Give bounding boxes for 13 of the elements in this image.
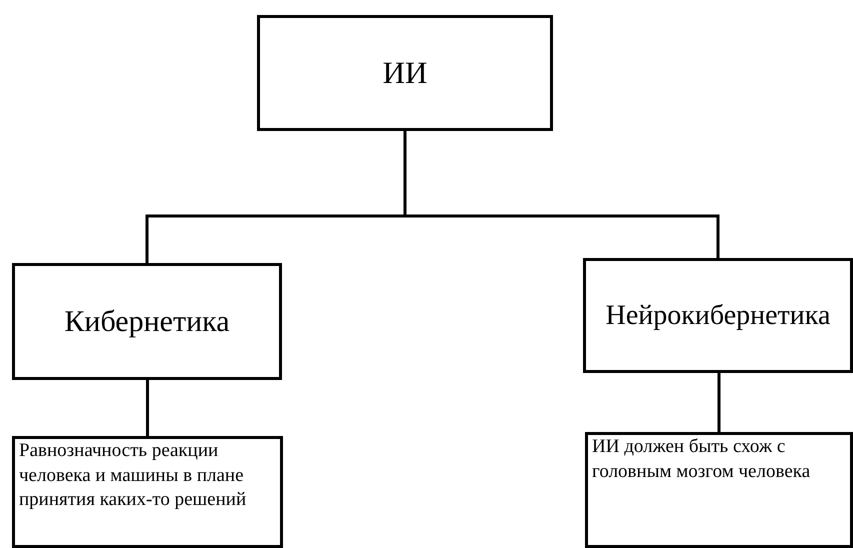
box-title: ИИ: [382, 55, 428, 91]
category-box: [583, 258, 853, 373]
connector-line: [718, 373, 720, 432]
description-box: [12, 436, 283, 548]
box-title: Кибернетика: [64, 304, 230, 338]
description-box: [585, 432, 853, 548]
category-box: [257, 15, 553, 131]
box-title: Нейрокибернетика: [606, 300, 830, 332]
description-text: ИИ должен быть схож с головным мозгом человека: [592, 435, 812, 484]
connector-line: [404, 131, 720, 258]
connector-line: [146, 380, 149, 436]
description-text: Равнозначность реакции человека и машины в плане принятия каких-то решений: [19, 439, 248, 512]
category-box: [12, 263, 282, 380]
